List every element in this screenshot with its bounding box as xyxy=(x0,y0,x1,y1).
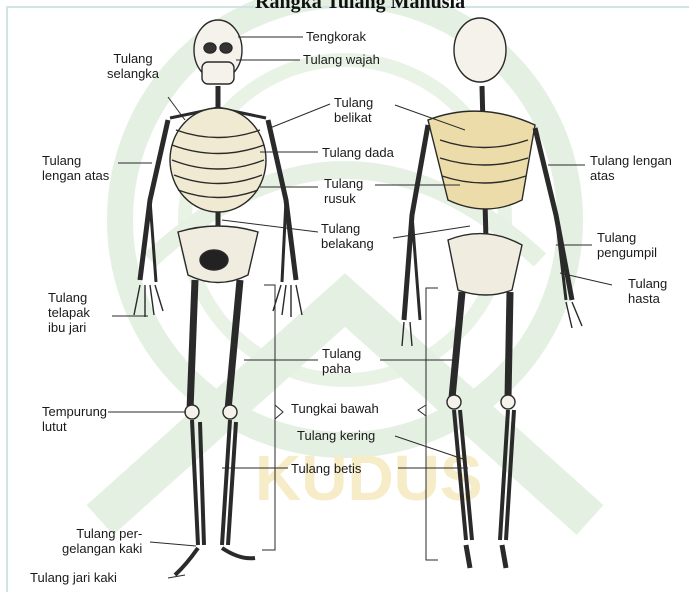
label-tulang-rusuk: Tulang rusuk xyxy=(324,176,363,206)
label-tulang-lengan-atas-right: Tulang lengan atas xyxy=(590,153,672,183)
label-tulang-telapak-ibu-jari: Tulang telapak ibu jari xyxy=(48,290,90,335)
label-tulang-betis: Tulang betis xyxy=(291,461,361,476)
label-tulang-belakang: Tulang belakang xyxy=(321,221,374,251)
label-tulang-paha: Tulang paha xyxy=(322,346,361,376)
label-tempurung-lutut: Tempurung lutut xyxy=(42,404,107,434)
back-skeleton xyxy=(402,18,582,568)
label-tulang-jari-kaki: Tulang jari kaki xyxy=(30,570,117,585)
label-tungkai-bawah: Tungkai bawah xyxy=(291,401,379,416)
label-tulang-selangka: Tulang selangka xyxy=(107,51,159,81)
label-tulang-dada: Tulang dada xyxy=(322,145,394,160)
label-tulang-pengumpil: Tulang pengumpil xyxy=(597,230,657,260)
label-tulang-wajah: Tulang wajah xyxy=(303,52,380,67)
label-tengkorak: Tengkorak xyxy=(306,29,366,44)
label-tulang-pergelangan-kaki: Tulang per- gelangan kaki xyxy=(62,526,142,556)
label-tulang-hasta: Tulang hasta xyxy=(628,276,667,306)
label-tulang-kering: Tulang kering xyxy=(297,428,375,443)
front-skeleton xyxy=(134,20,302,575)
label-tulang-lengan-atas-left: Tulang lengan atas xyxy=(42,153,109,183)
label-tulang-belikat: Tulang belikat xyxy=(334,95,373,125)
